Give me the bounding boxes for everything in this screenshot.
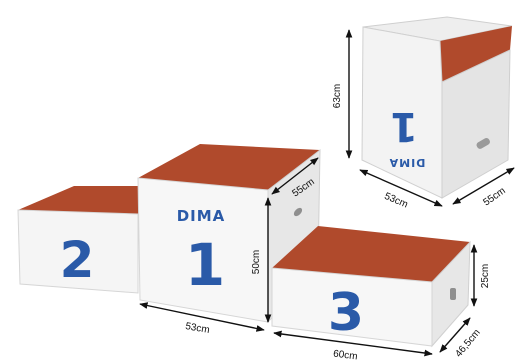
inset-side-face xyxy=(441,49,511,199)
inset-width-arrow xyxy=(359,169,443,207)
inset-height-label: 63cm xyxy=(332,84,343,108)
third-width-arrow xyxy=(273,330,433,357)
inset-width-label: 53cm xyxy=(383,191,410,211)
inset-top-rim xyxy=(440,26,512,82)
first-width-arrow xyxy=(139,302,265,332)
inset-stacked-box: 1 DIMA xyxy=(361,16,513,199)
third-width-label: 60cm xyxy=(332,349,358,363)
first-depth-arrow xyxy=(271,157,319,195)
third-top xyxy=(272,226,470,282)
podium-third: 3 xyxy=(271,226,471,348)
first-handle-slot xyxy=(293,207,303,217)
inset-handle-slot xyxy=(476,138,490,149)
third-depth-arrow xyxy=(439,317,471,353)
podium-second: 2 xyxy=(17,186,152,294)
inset-brand: DIMA xyxy=(389,156,426,169)
inset-depth-label: 55cm xyxy=(481,185,507,208)
third-number: 3 xyxy=(328,283,364,343)
second-front xyxy=(17,209,139,294)
first-brand: DIMA xyxy=(177,207,226,225)
first-number: 1 xyxy=(185,231,225,299)
third-height-label: 25cm xyxy=(480,264,491,288)
second-top xyxy=(18,186,152,214)
first-width-label: 53cm xyxy=(184,321,210,336)
second-number: 2 xyxy=(60,231,95,289)
inset-number: 1 xyxy=(390,103,418,149)
first-height-label: 50cm xyxy=(251,250,262,274)
inset-depth-arrow xyxy=(452,167,515,205)
third-handle-slot xyxy=(450,288,456,300)
